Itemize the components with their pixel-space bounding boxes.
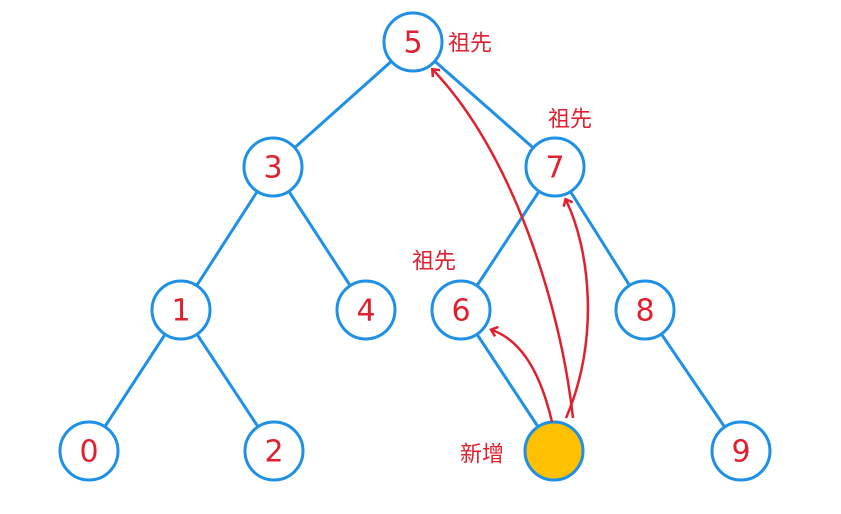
node-circle	[243, 420, 305, 482]
edge-n5-n3	[272, 40, 414, 169]
annotation-ancestor-7: 祖先	[548, 108, 592, 133]
node-circle	[430, 279, 492, 341]
edge-n5-n7	[412, 40, 556, 169]
tree-node-3: 3	[242, 136, 304, 198]
annotation-ancestor-5: 祖先	[448, 32, 492, 57]
tree-node-1: 1	[150, 279, 212, 341]
node-circle	[524, 136, 586, 198]
new-node-circle	[523, 420, 585, 482]
node-circle	[614, 279, 676, 341]
tree-node-5: 5	[382, 11, 444, 73]
tree-node-0: 0	[58, 420, 120, 482]
tree-node-8: 8	[614, 279, 676, 341]
node-label: 7	[545, 151, 564, 186]
node-label: 4	[356, 294, 375, 329]
node-circle	[382, 11, 444, 73]
tree-node-6: 6	[430, 279, 492, 341]
annotation-ancestor-6: 祖先	[412, 250, 456, 275]
node-circle	[335, 279, 397, 341]
node-label: 1	[171, 294, 190, 329]
tree-node-2: 2	[243, 420, 305, 482]
node-label: 8	[635, 294, 654, 329]
arrow-new-to-n6	[489, 325, 554, 423]
node-label: 2	[264, 435, 283, 470]
node-circle	[150, 279, 212, 341]
node-circle	[710, 420, 772, 482]
annotation-new-node: 新增	[460, 443, 504, 468]
node-label: 5	[403, 26, 422, 61]
node-label: 0	[79, 435, 98, 470]
node-label: 3	[263, 151, 282, 186]
tree-edges	[87, 40, 743, 452]
node-circle	[58, 420, 120, 482]
tree-node-7: 7	[524, 136, 586, 198]
arrow-new-to-n5	[430, 67, 575, 419]
arrow-new-to-n7	[562, 197, 590, 419]
ancestor-arrows	[430, 67, 590, 423]
node-circle	[242, 136, 304, 198]
new-node	[523, 420, 585, 482]
tree-node-9: 9	[710, 420, 772, 482]
tree-node-4: 4	[335, 279, 397, 341]
node-label: 6	[451, 294, 470, 329]
node-label: 9	[731, 435, 750, 470]
tree-nodes: 5 3 7 1 4 6 8 0 2 9	[58, 11, 772, 482]
